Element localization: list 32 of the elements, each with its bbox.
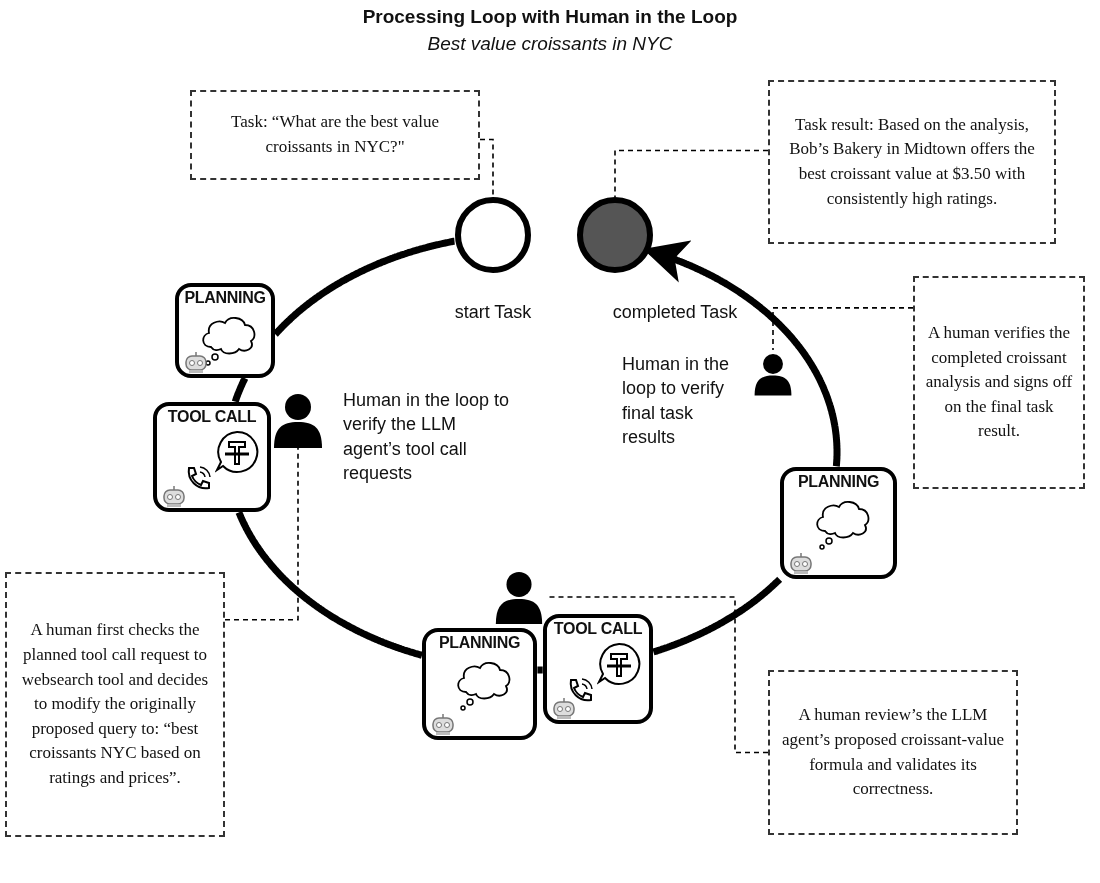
annotation-text: Human in the loop to verify the LLM agent’s tool call requests bbox=[343, 389, 511, 485]
planning-card bbox=[422, 628, 537, 740]
annotation-text: Human in the loop to verify final task results bbox=[622, 353, 731, 449]
note-box bbox=[190, 90, 480, 180]
leader-line bbox=[772, 307, 914, 351]
card-title: PLANNING bbox=[437, 634, 522, 652]
note-box bbox=[5, 572, 225, 837]
note-text: A human verifies the completed croissant analysis and signs off on the final task result. bbox=[925, 321, 1073, 443]
card-title: PLANNING bbox=[796, 473, 881, 491]
note-box bbox=[913, 276, 1085, 489]
note-text: Task: “What are the best value croissants in NYC?" bbox=[230, 111, 440, 158]
diagram-title: Processing Loop with Human in the Loop bbox=[361, 6, 739, 28]
tool-call-card bbox=[543, 614, 653, 724]
card-title: PLANNING bbox=[183, 289, 267, 307]
note-text: A human review’s the LLM agent’s proposed croissant-value formula and validates its correctness. bbox=[781, 704, 1005, 801]
leader-line bbox=[479, 138, 494, 198]
planning-card bbox=[780, 467, 897, 579]
leader-line bbox=[614, 149, 769, 198]
note-text: Task result: Based on the analysis, Bob’s Bakery in Midtown offers the best croissant value at $3.50 with consistently high ratings. bbox=[788, 113, 1036, 210]
leader-line bbox=[547, 596, 769, 754]
note-box bbox=[768, 670, 1018, 835]
diagram-subtitle: Best value croissants in NYC bbox=[426, 33, 674, 55]
connector-line bbox=[231, 375, 249, 405]
planning-card bbox=[175, 283, 275, 378]
note-text: A human first checks the planned tool call request to websearch tool and decides to modify the originally proposed query to: “best croissants NYC based on ratings and prices”. bbox=[20, 619, 210, 790]
leader-line bbox=[224, 447, 299, 621]
tool-call-card bbox=[153, 402, 271, 512]
card-title: TOOL CALL bbox=[166, 408, 258, 426]
circle-label: start Task bbox=[453, 301, 533, 324]
circle-label: completed Task bbox=[611, 301, 739, 324]
note-box bbox=[768, 80, 1056, 244]
card-title: TOOL CALL bbox=[552, 620, 644, 638]
